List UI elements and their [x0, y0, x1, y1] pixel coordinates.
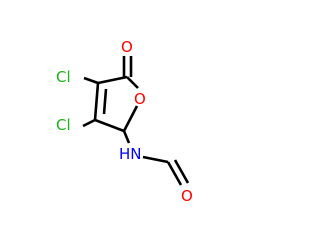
molecule-drawing: Cl Cl O O HN O — [56, 38, 193, 205]
bond-c2-c3 — [93, 82, 100, 121]
atom-label-cl-lower: Cl — [56, 116, 71, 134]
bond-c4-ring-o — [126, 76, 139, 89]
bond-cformyl-o-b — [173, 159, 190, 184]
bond-c2-cl — [82, 118, 96, 128]
bond-ring-o-c5 — [122, 105, 139, 132]
atom-label-carbonyl-oxygen: O — [121, 38, 133, 56]
structure-canvas: Cl Cl O O HN O — [56, 38, 193, 205]
bond-c3-c4 — [97, 75, 128, 85]
bond-n-cformyl — [142, 155, 169, 164]
atom-label-formyl-oxygen: O — [181, 187, 193, 205]
atom-label-amide-nitrogen: HN — [119, 145, 142, 163]
bond-c5-n — [122, 130, 131, 144]
bond-cformyl-o-a — [166, 161, 183, 186]
atom-label-cl-upper: Cl — [56, 68, 71, 86]
atom-label-ring-oxygen: O — [134, 90, 146, 108]
bond-c2-c3-inner — [102, 88, 108, 115]
bond-c5-c2 — [94, 118, 125, 133]
bond-c3-cl — [83, 76, 99, 85]
